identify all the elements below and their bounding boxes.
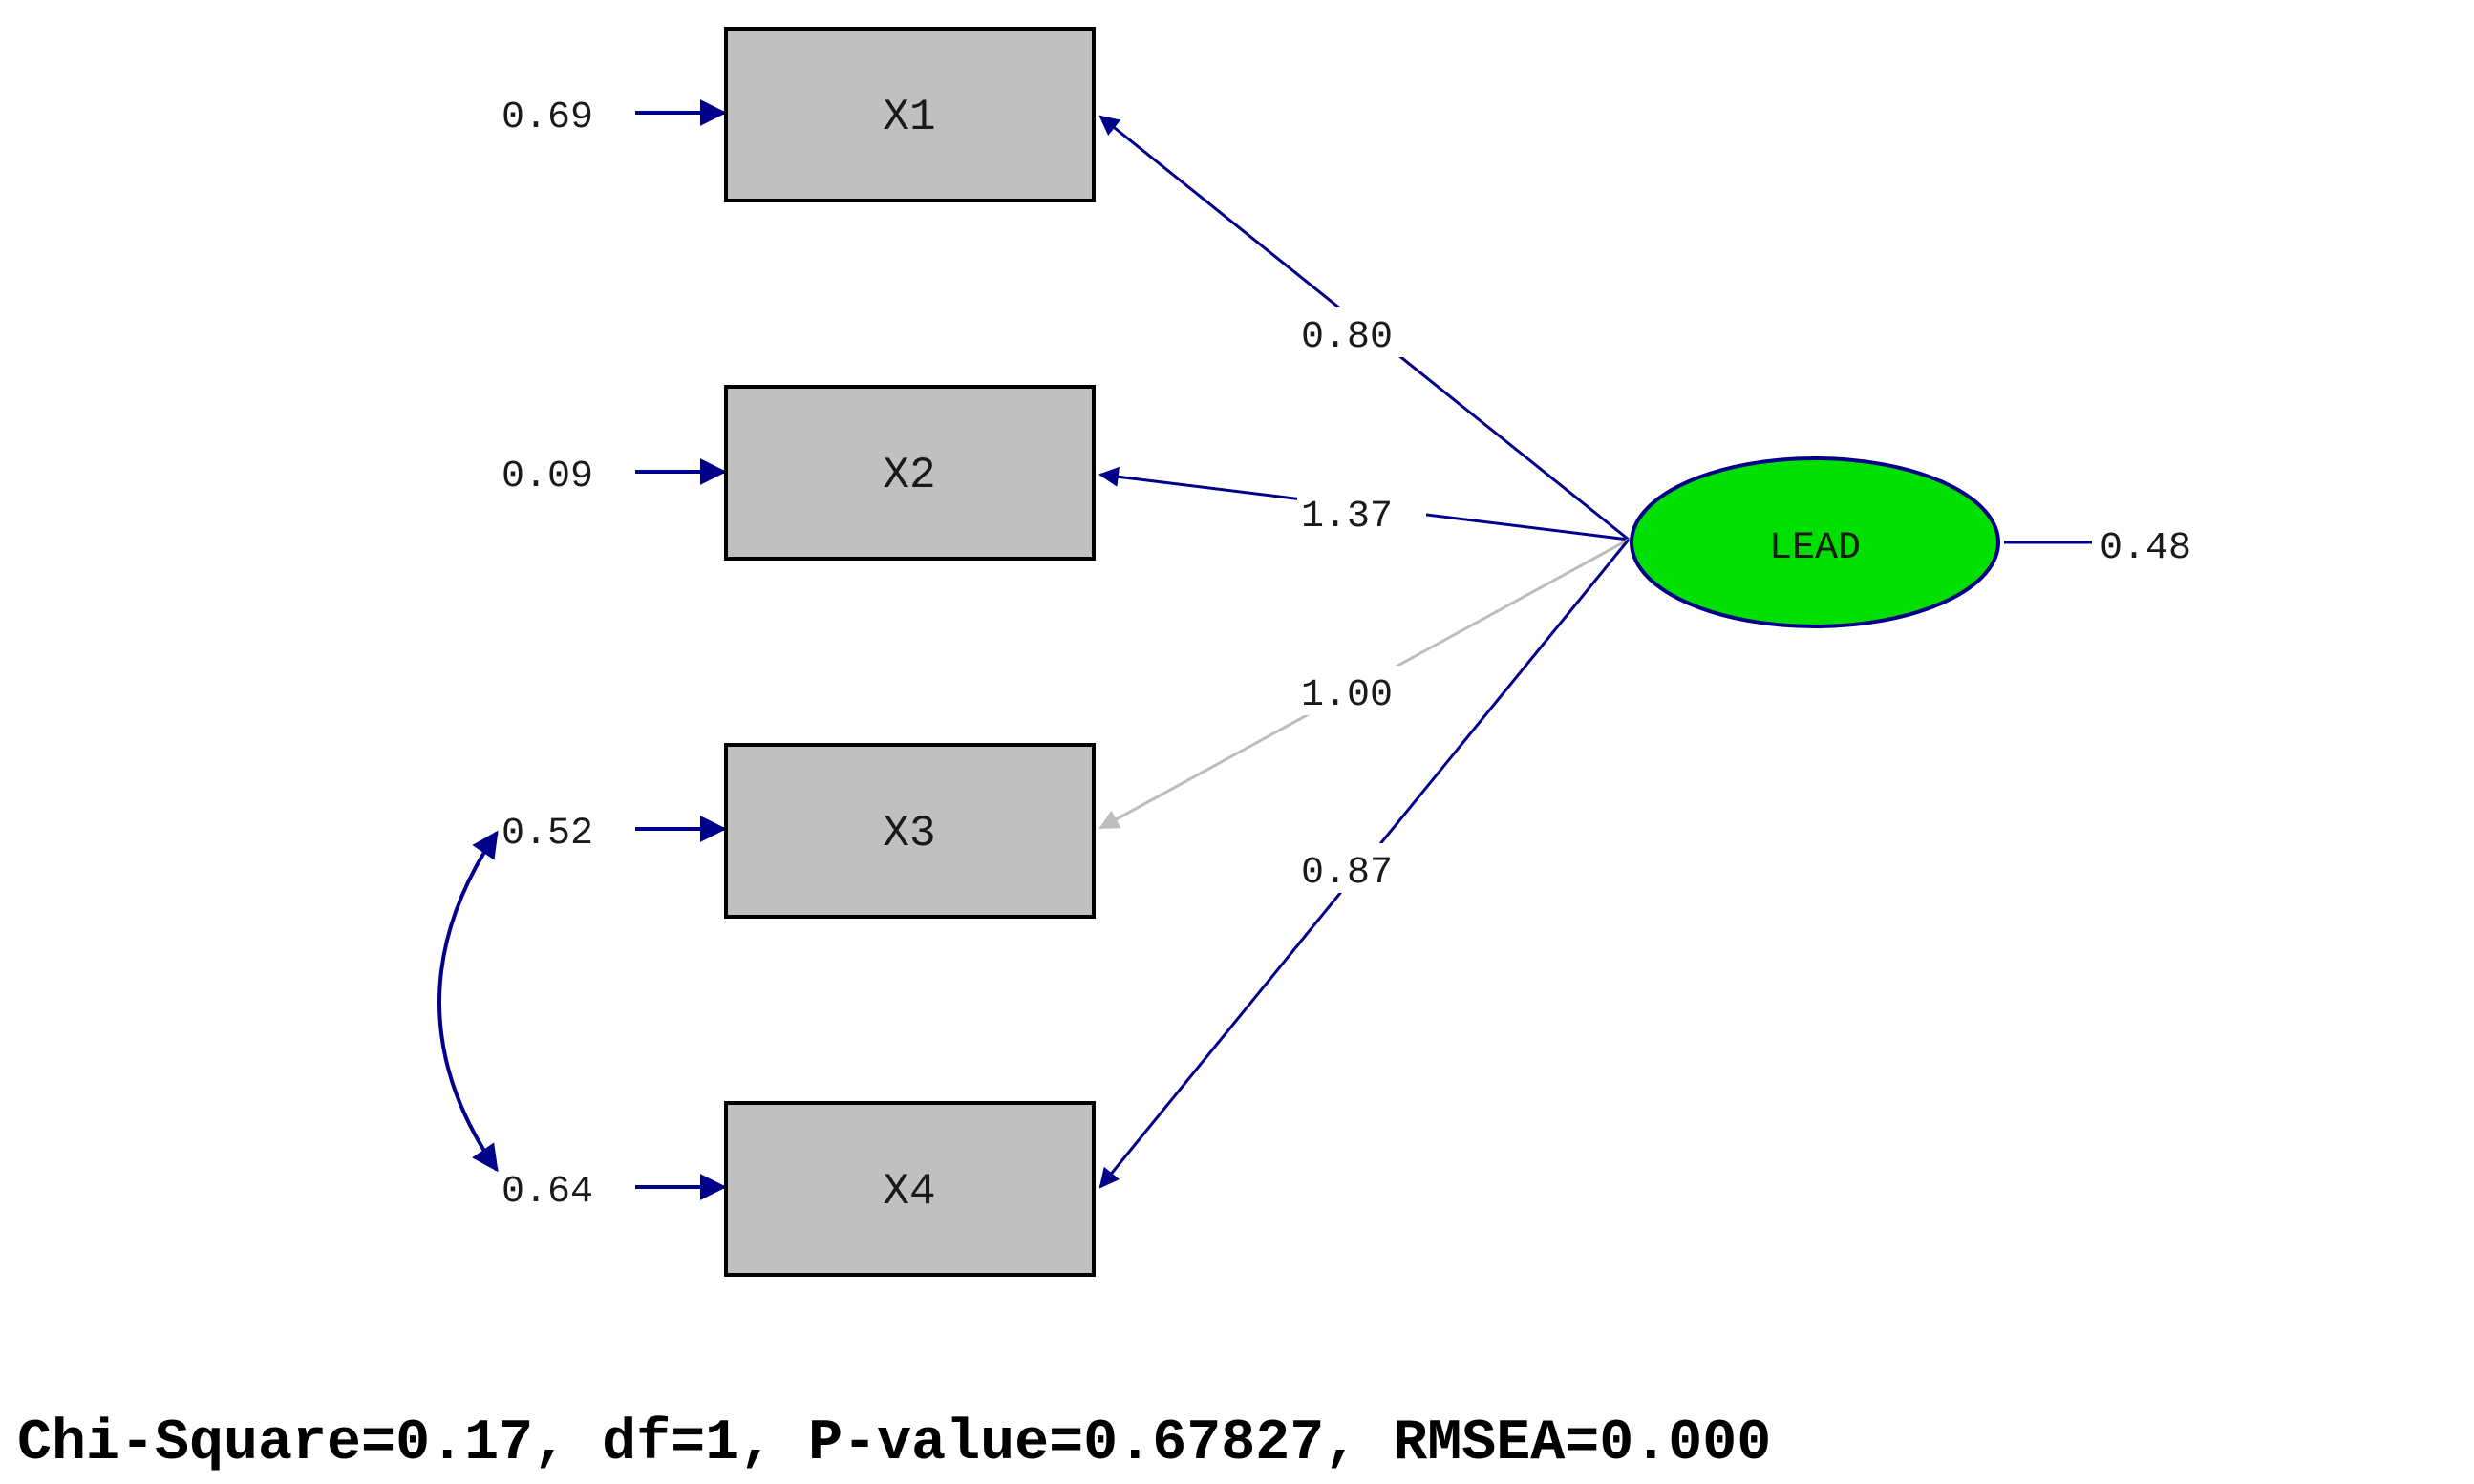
error-covariance-x3-x4 xyxy=(437,830,499,1173)
observed-box-x1: X1 xyxy=(724,27,1096,202)
observed-box-x3: X3 xyxy=(724,743,1096,919)
observed-label-x3: X3 xyxy=(883,809,935,859)
error-variance-labels: 0.69 0.09 0.52 0.64 xyxy=(501,96,593,1214)
error-variance-x2: 0.09 xyxy=(501,456,593,498)
latent-variance-label: 0.48 xyxy=(2100,527,2191,570)
loading-label-x2: 1.37 xyxy=(1301,496,1393,539)
observed-box-x4: X4 xyxy=(724,1101,1096,1277)
latent-variable-lead: LEAD xyxy=(1630,456,2000,628)
observed-label-x1: X1 xyxy=(883,93,935,142)
loading-labels: 0.80 1.37 1.00 0.87 xyxy=(1297,307,1426,895)
latent-label-lead: LEAD xyxy=(1769,527,1861,570)
error-arrows xyxy=(635,99,727,1200)
error-variance-x4: 0.64 xyxy=(501,1171,593,1214)
observed-label-x4: X4 xyxy=(883,1167,935,1217)
loading-label-x3: 1.00 xyxy=(1301,674,1393,717)
fit-statistics: Chi-Square=0.17, df=1, P-value=0.67827, … xyxy=(17,1411,1771,1476)
error-variance-x1: 0.69 xyxy=(501,96,593,139)
error-variance-x3: 0.52 xyxy=(501,813,593,856)
observed-label-x2: X2 xyxy=(883,451,935,500)
loading-label-x1: 0.80 xyxy=(1301,316,1393,359)
loading-paths xyxy=(1098,115,1631,1189)
observed-box-x2: X2 xyxy=(724,385,1096,561)
loading-label-x4: 0.87 xyxy=(1301,852,1393,895)
